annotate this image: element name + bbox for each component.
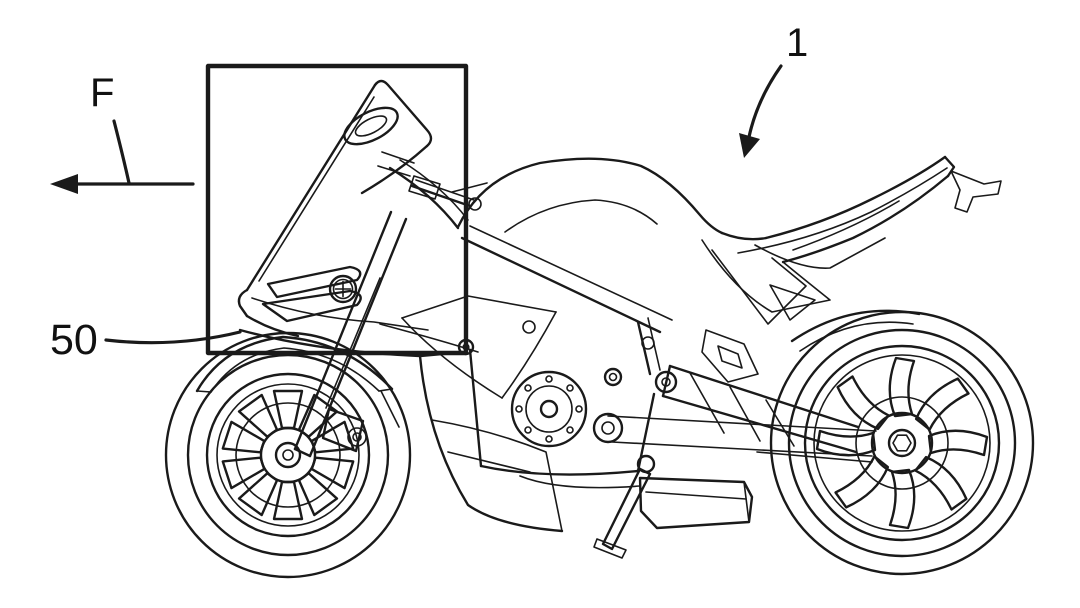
- front-fairing: [237, 79, 479, 358]
- direction-arrow-f: [50, 119, 195, 194]
- cockpit: [377, 151, 488, 230]
- rear-wheel: [769, 310, 1035, 576]
- front-brake-caliper: [321, 407, 365, 453]
- label-1: 1: [786, 21, 808, 65]
- mirror: [343, 106, 399, 146]
- swingarm: [592, 309, 921, 457]
- angle-tick: [112, 119, 131, 185]
- front-fender: [195, 335, 400, 428]
- tank-seat-tail: [456, 155, 1002, 321]
- engine-cover: [510, 370, 588, 448]
- winglet-lower: [261, 289, 362, 323]
- label-f: F: [90, 71, 114, 115]
- front-fork: [293, 210, 408, 458]
- label-50: 50: [50, 316, 98, 364]
- exhaust-underside: [418, 354, 873, 533]
- front-wheel: [164, 331, 412, 579]
- arrowhead-left-icon: [50, 174, 78, 194]
- frame-engine: [401, 225, 831, 476]
- kickstand: [593, 454, 656, 559]
- fairing-emblem: [328, 274, 358, 304]
- motorcycle-drawing: [164, 79, 1035, 579]
- detail-box: [205, 63, 469, 356]
- arrowhead-down-left-icon: [739, 133, 760, 158]
- winglet-upper: [266, 265, 362, 299]
- muffler: [638, 476, 754, 530]
- tail-bracket: [950, 170, 1002, 213]
- arrow-1: [739, 64, 783, 158]
- leader-50: [104, 330, 242, 345]
